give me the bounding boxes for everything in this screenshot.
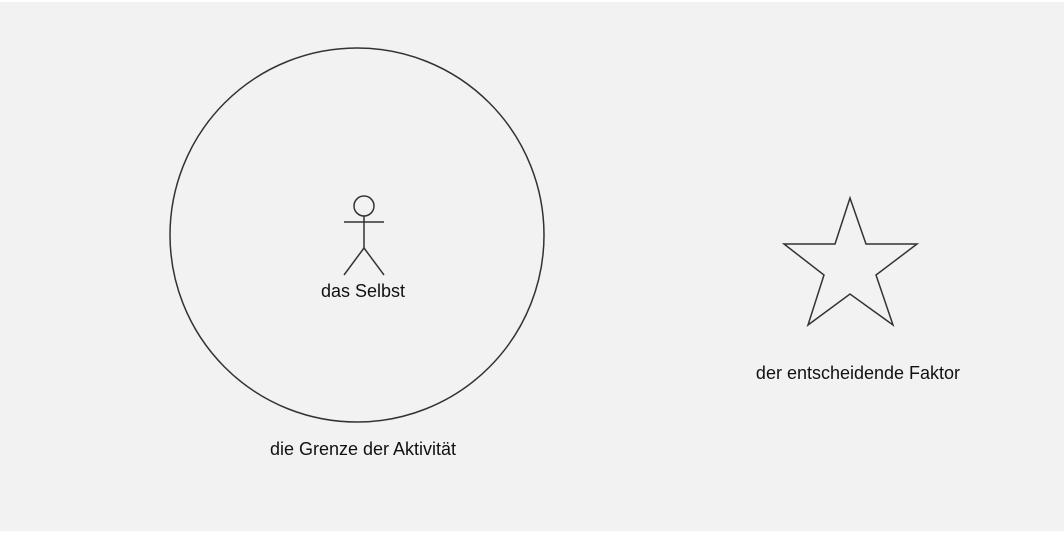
self-label: das Selbst <box>320 281 406 301</box>
activity-boundary-circle <box>169 47 545 423</box>
factor-label: der entscheidende Faktor <box>755 363 961 383</box>
self-stick-figure-icon <box>343 195 385 276</box>
factor-star-icon <box>781 195 920 327</box>
boundary-label: die Grenze der Aktivität <box>269 439 457 459</box>
